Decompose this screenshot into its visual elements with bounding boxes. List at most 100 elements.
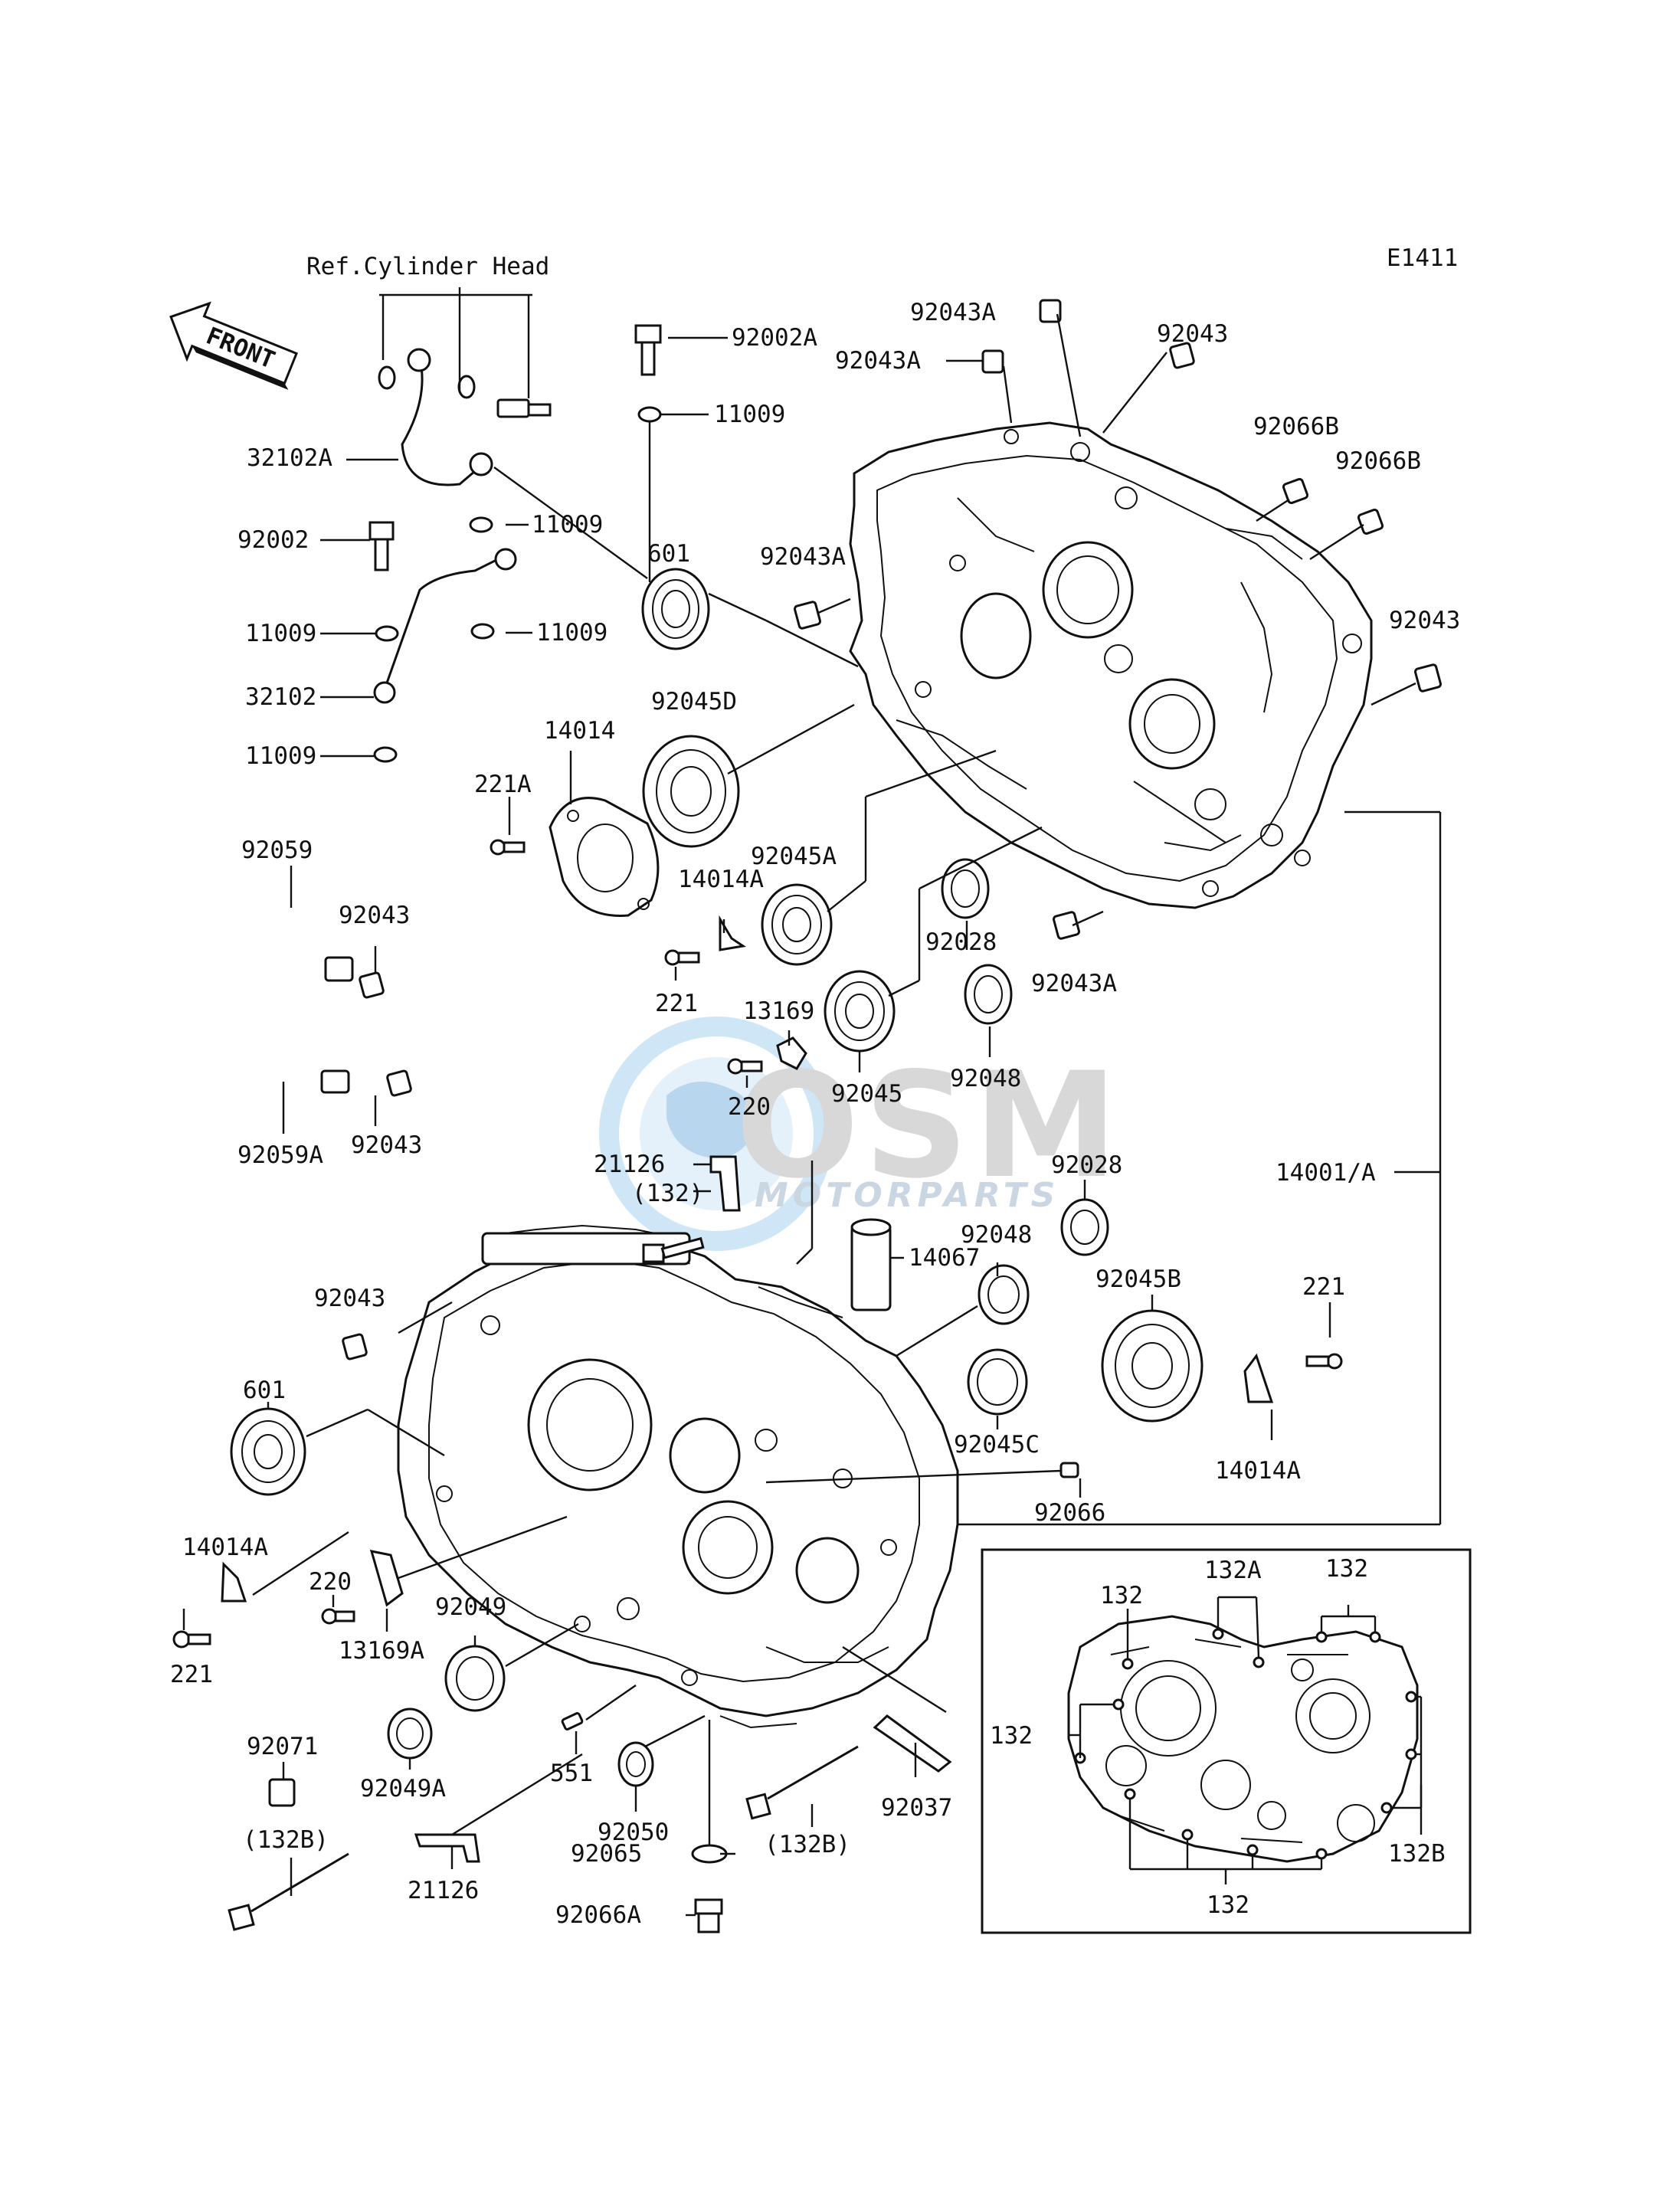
plug-92066A bbox=[694, 1898, 723, 1933]
front-arrow-icon: FRONT bbox=[169, 301, 299, 390]
label-92002: 92002 bbox=[237, 526, 309, 554]
bracket-21126-b bbox=[414, 1833, 480, 1863]
screw-221A bbox=[490, 839, 526, 856]
bracket-13169A bbox=[369, 1550, 404, 1607]
seal-92049 bbox=[444, 1645, 506, 1712]
label-92050: 92050 bbox=[598, 1819, 669, 1846]
label-21126-b: 21126 bbox=[408, 1877, 479, 1904]
dowel-92043-c bbox=[359, 971, 385, 999]
label-92066: 92066 bbox=[1034, 1499, 1105, 1527]
label-92045B: 92045B bbox=[1095, 1265, 1181, 1293]
label-14014A-c: 14014A bbox=[182, 1534, 268, 1561]
label-601-a: 601 bbox=[647, 540, 690, 568]
plate-14014A-a bbox=[719, 915, 746, 951]
label-92028-a: 92028 bbox=[925, 928, 997, 956]
washer-11009-d bbox=[470, 623, 495, 640]
inset-label-132-a: 132 bbox=[1100, 1582, 1143, 1609]
label-14067: 14067 bbox=[909, 1244, 980, 1272]
sleeve-14067 bbox=[850, 1218, 892, 1311]
label-92043-b: 92043 bbox=[1389, 607, 1460, 634]
screw-221-b bbox=[1305, 1353, 1343, 1370]
label-92048-a: 92048 bbox=[950, 1065, 1021, 1092]
label-14014: 14014 bbox=[544, 717, 615, 745]
screw-220-a bbox=[727, 1058, 763, 1075]
dowel-92043A-a bbox=[1039, 299, 1062, 323]
bearing-92045C bbox=[967, 1348, 1028, 1416]
label-221-b: 221 bbox=[1302, 1273, 1345, 1301]
bearing-601-b bbox=[230, 1407, 306, 1496]
banjo-bolt bbox=[496, 398, 552, 418]
plate-92037 bbox=[873, 1714, 952, 1773]
collar-92048-a bbox=[964, 964, 1013, 1025]
label-14014A-a: 14014A bbox=[678, 866, 764, 893]
label-92037: 92037 bbox=[881, 1794, 952, 1822]
inset-label-132B: 132B bbox=[1388, 1840, 1446, 1868]
label-92071: 92071 bbox=[247, 1733, 318, 1760]
inset-label-132-b: 132 bbox=[1325, 1555, 1368, 1583]
label-221-c: 221 bbox=[170, 1661, 213, 1688]
label-92048-b: 92048 bbox=[961, 1221, 1032, 1249]
washer-11009-e bbox=[373, 746, 398, 763]
label-11009-c: 11009 bbox=[245, 620, 316, 647]
bearing-92045 bbox=[824, 970, 896, 1053]
leader-lines bbox=[182, 287, 1442, 1917]
screw-221-a bbox=[664, 949, 700, 966]
label-11009-b: 11009 bbox=[532, 511, 603, 539]
label-92059A: 92059A bbox=[237, 1141, 323, 1169]
plate-14014A-c bbox=[221, 1561, 247, 1603]
label-551: 551 bbox=[550, 1760, 593, 1787]
label-92043A-c: 92043A bbox=[760, 543, 846, 571]
bolt-location-inset: 132 132A 132 132 132B 132 bbox=[981, 1548, 1472, 1934]
part-labels: 92002A 11009 92043A 92043A 92043 92066B … bbox=[170, 299, 1460, 1929]
label-14001A: 14001/A bbox=[1276, 1159, 1376, 1187]
diagram-code: E1411 bbox=[1387, 244, 1458, 272]
clamp-92071 bbox=[268, 1778, 296, 1807]
washer-11009-c bbox=[375, 625, 399, 642]
label-221-a: 221 bbox=[655, 990, 698, 1017]
label-92066A: 92066A bbox=[555, 1901, 641, 1929]
dowel-92066B-a bbox=[1282, 477, 1309, 505]
label-21126-a: 21126 bbox=[594, 1151, 665, 1178]
dowel-92043-b bbox=[1413, 663, 1443, 692]
dowel-92043-e bbox=[342, 1333, 368, 1360]
bracket-21126-a bbox=[709, 1155, 741, 1212]
label-92043A-d: 92043A bbox=[1031, 970, 1117, 997]
label-92045: 92045 bbox=[831, 1080, 902, 1108]
label-132B-a: (132B) bbox=[765, 1831, 850, 1858]
label-92049A: 92049A bbox=[360, 1775, 446, 1802]
watermark: OSM MOTORPARTS bbox=[599, 1017, 1118, 1251]
long-bolt-132B-a bbox=[745, 1745, 859, 1820]
dowel-92043A-d bbox=[1052, 911, 1081, 940]
seal-92049A bbox=[387, 1708, 433, 1760]
label-92065: 92065 bbox=[571, 1840, 642, 1868]
label-132-paren: (132) bbox=[632, 1180, 703, 1207]
bolt-92002 bbox=[368, 521, 395, 571]
label-32102: 32102 bbox=[245, 683, 316, 711]
bearing-92045D bbox=[642, 735, 740, 848]
label-13169: 13169 bbox=[743, 997, 814, 1025]
inset-label-132-c: 132 bbox=[990, 1722, 1033, 1750]
label-92043-e: 92043 bbox=[314, 1285, 385, 1312]
label-92002A: 92002A bbox=[732, 324, 817, 352]
dowel-92043-d bbox=[386, 1069, 412, 1097]
collar-92048-b bbox=[978, 1264, 1030, 1325]
screw-220-b bbox=[321, 1608, 355, 1625]
ref-cylinder-head-label: Ref.Cylinder Head bbox=[306, 253, 549, 280]
label-92043A-a: 92043A bbox=[910, 299, 996, 326]
inset-label-132-d: 132 bbox=[1207, 1891, 1249, 1919]
label-221A: 221A bbox=[474, 771, 532, 798]
label-92043A-b: 92043A bbox=[835, 347, 921, 375]
screw-221-c bbox=[172, 1630, 211, 1649]
label-92066B-b: 92066B bbox=[1335, 447, 1421, 475]
watermark-sub: MOTORPARTS bbox=[755, 1176, 1059, 1215]
left-crankcase-half bbox=[397, 1224, 959, 1729]
label-92066B-a: 92066B bbox=[1253, 413, 1339, 440]
bearing-92045B bbox=[1101, 1309, 1204, 1423]
label-92043-c: 92043 bbox=[339, 902, 410, 929]
oil-pipe-32102A bbox=[401, 358, 476, 486]
label-92045A: 92045A bbox=[751, 843, 837, 870]
oil-seal-14014 bbox=[549, 797, 660, 917]
label-11009-d: 11009 bbox=[536, 619, 607, 647]
label-14014A-b: 14014A bbox=[1215, 1457, 1301, 1485]
